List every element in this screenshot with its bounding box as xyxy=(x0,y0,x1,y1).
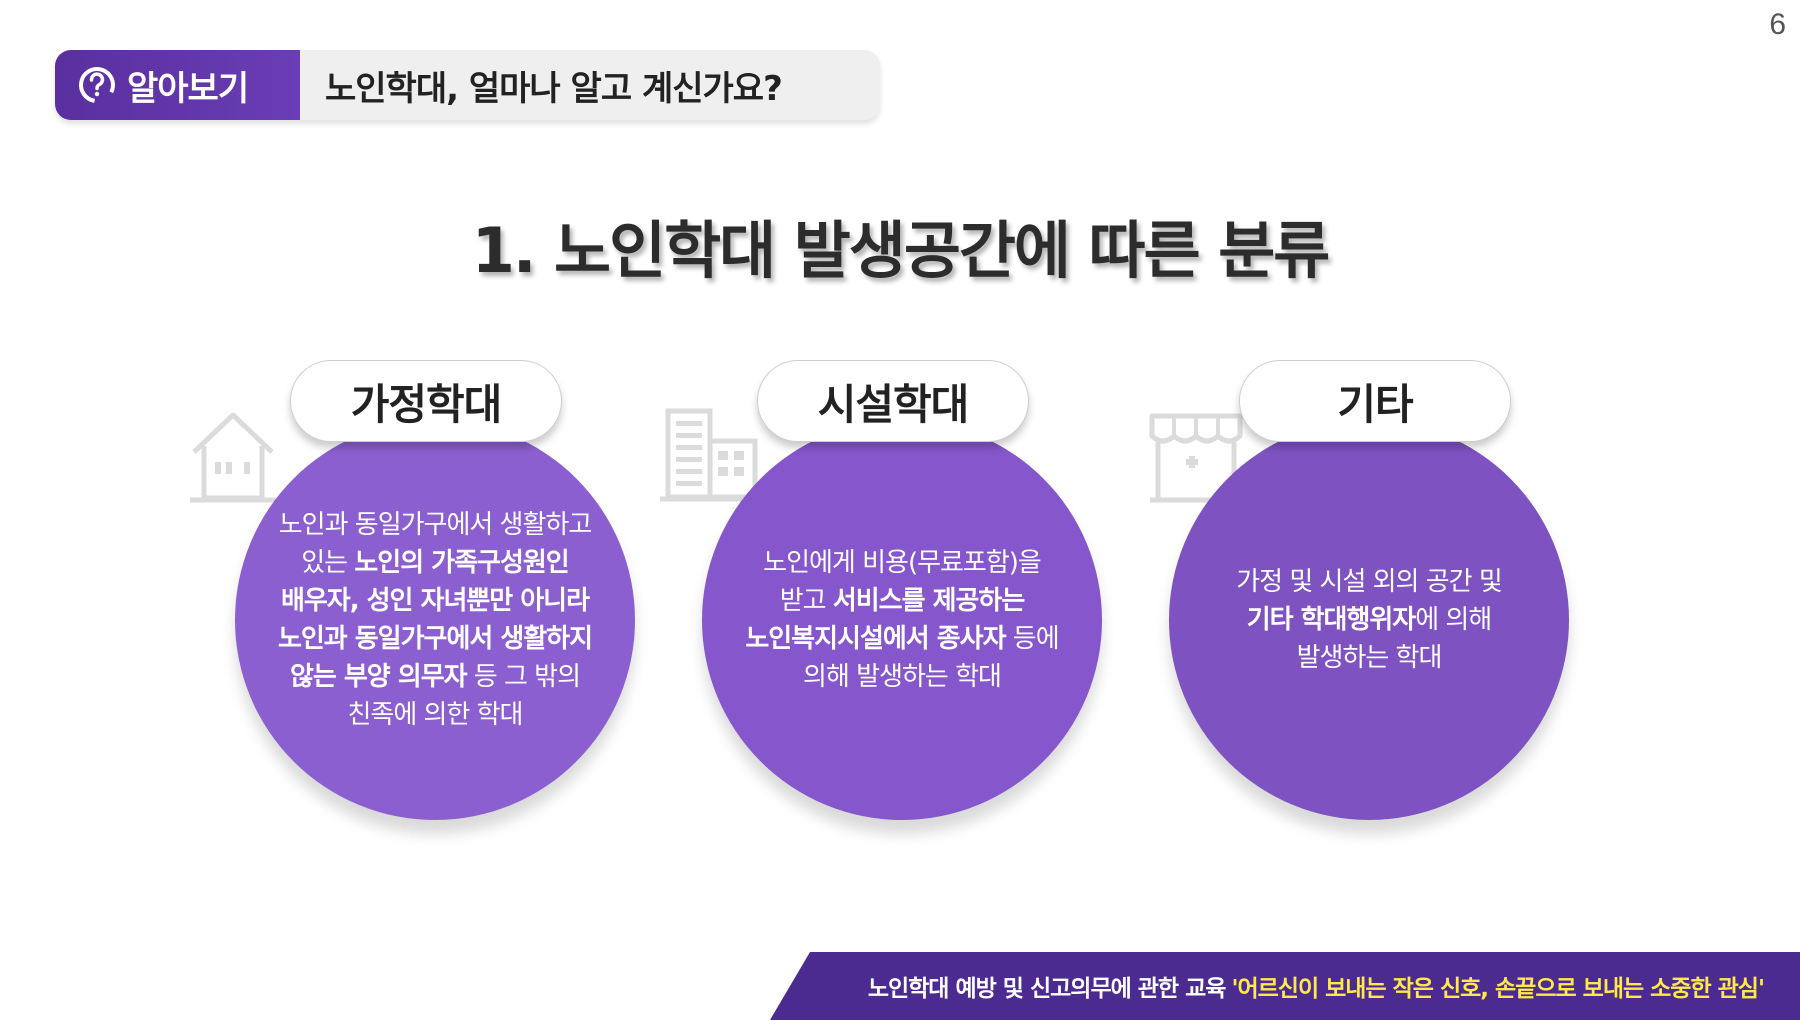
category-other-abuse: 가정 및 시설 외의 공간 및 기타 학대행위자에 의해 발생하는 학대 기타 xyxy=(1149,360,1569,820)
header-tag: 알아보기 xyxy=(55,50,300,120)
header-tag-label: 알아보기 xyxy=(127,68,249,109)
category-label: 시설학대 xyxy=(757,360,1029,442)
footer-banner: 노인학대 예방 및 신고의무에 관한 교육 '어르신이 보내는 작은 신호, 손… xyxy=(770,952,1800,1020)
page-number: 6 xyxy=(1769,8,1786,41)
category-description: 가정 및 시설 외의 공간 및 기타 학대행위자에 의해 발생하는 학대 xyxy=(1236,567,1503,673)
question-circle-icon xyxy=(79,67,115,103)
category-description: 노인과 동일가구에서 생활하고 있는 노인의 가족구성원인 배우자, 성인 자녀… xyxy=(277,510,593,730)
category-circle: 노인과 동일가구에서 생활하고 있는 노인의 가족구성원인 배우자, 성인 자녀… xyxy=(235,420,635,820)
house-icon xyxy=(190,412,276,503)
category-home-abuse: 노인과 동일가구에서 생활하고 있는 노인의 가족구성원인 배우자, 성인 자녀… xyxy=(190,360,635,820)
page-title: 1. 노인학대 발생공간에 따른 분류 xyxy=(471,214,1331,287)
category-description: 노인에게 비용(무료포함)을 받고 서비스를 제공하는 노인복지시설에서 종사자… xyxy=(745,548,1059,692)
category-circle: 가정 및 시설 외의 공간 및 기타 학대행위자에 의해 발생하는 학대 xyxy=(1169,420,1569,820)
header-title: 노인학대, 얼마나 알고 계신가요? xyxy=(325,68,783,109)
category-label: 가정학대 xyxy=(290,360,562,442)
building-icon xyxy=(660,408,765,502)
category-circle: 노인에게 비용(무료포함)을 받고 서비스를 제공하는 노인복지시설에서 종사자… xyxy=(702,420,1102,820)
category-label: 기타 xyxy=(1239,360,1511,442)
footer-title: 노인학대 예방 및 신고의무에 관한 교육 xyxy=(867,976,1227,1002)
section-header: 알아보기 노인학대, 얼마나 알고 계신가요? xyxy=(55,50,880,120)
footer-slogan: '어르신이 보내는 작은 신호, 손끝으로 보내는 소중한 관심' xyxy=(1231,976,1765,1002)
category-facility-abuse: 노인에게 비용(무료포함)을 받고 서비스를 제공하는 노인복지시설에서 종사자… xyxy=(660,360,1102,820)
